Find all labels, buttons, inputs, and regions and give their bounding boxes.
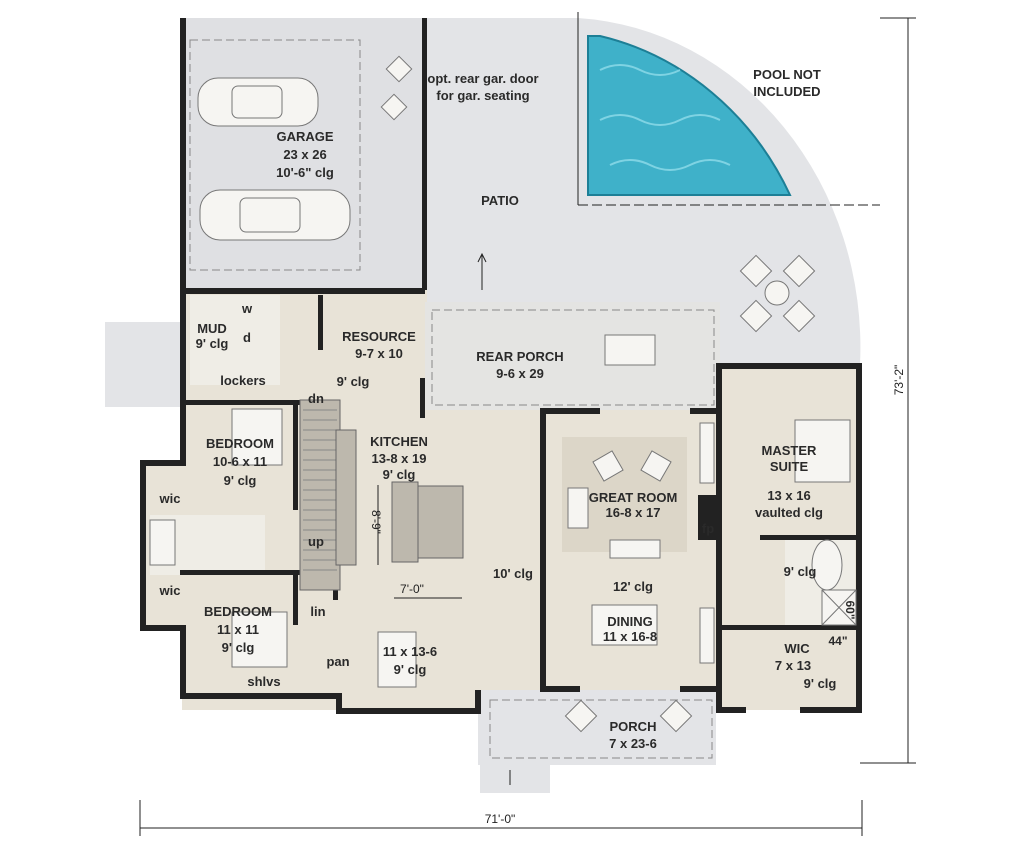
walls [140, 288, 862, 714]
kitchen-clg: 9' clg [383, 467, 416, 482]
armchair-icon [640, 450, 672, 482]
porch-label: PORCH [610, 719, 657, 734]
garage-note-2: for gar. seating [436, 88, 529, 103]
great-room-label: GREAT ROOM [589, 490, 678, 505]
washer-label: w [241, 301, 253, 316]
island-length-dim: 8'-9" [369, 510, 383, 534]
car-icon [197, 77, 319, 127]
chair-icon [739, 254, 773, 288]
overall-width: 71'-0" [485, 812, 516, 826]
master-label-2: SUITE [770, 459, 809, 474]
bed-icon [231, 611, 288, 668]
builtin-cabinet [699, 422, 715, 484]
linen-label: lin [310, 604, 325, 619]
kitchen-table [417, 485, 464, 559]
pool [587, 35, 792, 196]
car-icon [199, 189, 351, 241]
stairs-up-label: up [308, 534, 324, 549]
fixtures [149, 252, 857, 785]
bed-icon [794, 419, 851, 483]
garage-note-1: opt. rear gar. door [427, 71, 538, 86]
garage-label: GARAGE [276, 129, 333, 144]
chair-icon [659, 699, 693, 733]
shower-icon [149, 519, 176, 566]
bedroom1-label: BEDROOM [206, 436, 274, 451]
stairs-down-label: dn [308, 391, 324, 406]
builtin-cabinet [699, 607, 715, 664]
bedroom2-clg: 9' clg [222, 640, 255, 655]
pool-note-1: POOL NOT [753, 67, 821, 82]
dining-size: 11 x 16-8 [603, 629, 657, 644]
island [391, 481, 419, 563]
chair-icon [739, 299, 773, 333]
mud-label: MUD [197, 321, 227, 336]
dining-label: DINING [607, 614, 653, 629]
bedroom1-clg: 9' clg [224, 473, 257, 488]
master-wic-clg: 9' clg [804, 676, 837, 691]
bedroom2-size: 11 x 11 [217, 622, 259, 637]
fireplace-label: fp [702, 521, 714, 536]
breakfast-clg: 9' clg [394, 662, 427, 677]
sofa-icon [609, 539, 661, 559]
mud-clg: 9' clg [196, 336, 229, 351]
overall-depth: 73'-2" [892, 365, 906, 396]
great-room-size: 16-8 x 17 [606, 505, 661, 520]
pantry-label: pan [326, 654, 349, 669]
breakfast-size: 11 x 13-6 [383, 644, 437, 659]
armchair-icon [592, 450, 624, 482]
stairs [299, 399, 341, 591]
rear-porch-size: 9-6 x 29 [496, 366, 544, 381]
master-wic-label: WIC [784, 641, 810, 656]
chair-icon [385, 55, 413, 83]
rear-porch-table-icon [604, 334, 656, 366]
bathtub-icon [811, 539, 843, 591]
chair-icon [782, 299, 816, 333]
kitchen-size: 13-8 x 19 [372, 451, 427, 466]
master-label-1: MASTER [762, 443, 818, 458]
dimension-lines: 71'-0" 73'-2" [139, 17, 916, 836]
shower-44-dim: 44" [828, 634, 847, 648]
side-stoop [105, 322, 185, 407]
master-bath-clg: 9' clg [784, 564, 817, 579]
wic1-label: wic [159, 491, 181, 506]
bedroom1-size: 10-6 x 11 [213, 454, 267, 469]
chair-icon [380, 93, 408, 121]
bed-icon [231, 408, 283, 466]
room-labels: GARAGE 23 x 26 10'-6" clg opt. rear gar.… [159, 67, 857, 751]
sofa-icon [567, 487, 589, 529]
patio-label: PATIO [481, 193, 519, 208]
chair-icon [782, 254, 816, 288]
resource-size: 9-7 x 10 [355, 346, 403, 361]
dining-table-icon [591, 604, 658, 646]
pool-note-2: INCLUDED [753, 84, 820, 99]
hall-clg: 9' clg [337, 374, 370, 389]
lockers-label: lockers [220, 373, 266, 388]
kitchen-label: KITCHEN [370, 434, 428, 449]
great-room-clg: 12' clg [613, 579, 653, 594]
master-wic-size: 7 x 13 [775, 658, 811, 673]
dryer-label: d [243, 330, 251, 345]
kitchen-counter [335, 429, 357, 566]
garage-size: 23 x 26 [283, 147, 326, 162]
front-steps [480, 765, 550, 793]
patio-table-icon [764, 280, 790, 306]
master-size: 13 x 16 [767, 488, 810, 503]
wic2-label: wic [159, 583, 181, 598]
garage-clg: 10'-6" clg [276, 165, 334, 180]
rear-porch-label: REAR PORCH [476, 349, 563, 364]
chair-icon [564, 699, 598, 733]
gallery-clg: 10' clg [493, 566, 533, 581]
shower-60-dim: 60" [843, 600, 857, 619]
island-width-dim: 7'-0" [400, 582, 424, 596]
resource-label: RESOURCE [342, 329, 416, 344]
garage [180, 18, 427, 290]
master-clg: vaulted clg [755, 505, 823, 520]
porch-size: 7 x 23-6 [609, 736, 657, 751]
shelves-label: shlvs [247, 674, 280, 689]
bedroom2-label: BEDROOM [204, 604, 272, 619]
breakfast-table-icon [377, 631, 417, 688]
